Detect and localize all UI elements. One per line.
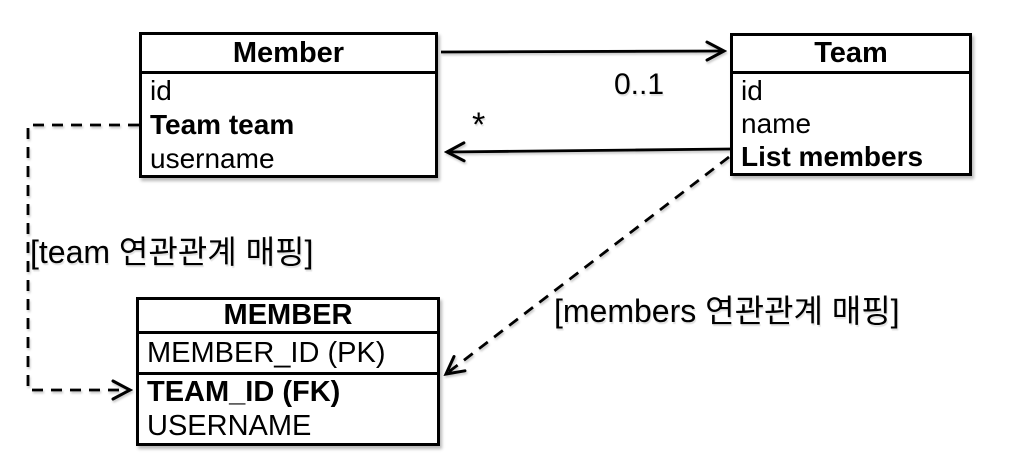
team-mapping-annotation: [team 연관관계 매핑] <box>30 234 314 270</box>
members-mapping-annotation: [members 연관관계 매핑] <box>554 293 900 329</box>
multiplicity-zero-to-one: 0..1 <box>614 68 665 101</box>
association-member-to-team-arrow <box>440 51 724 52</box>
team-field-id: id <box>741 75 763 106</box>
member-field-team: Team team <box>150 109 295 140</box>
member-table-pk-row: MEMBER_ID (PK) <box>147 337 386 369</box>
multiplicity-many: * <box>472 106 486 144</box>
member-class-fields: id Team team username <box>142 74 435 175</box>
member-table-fields: TEAM_ID (FK) USERNAME <box>139 372 437 443</box>
member-table-box: MEMBER MEMBER_ID (PK) TEAM_ID (FK) USERN… <box>136 297 440 446</box>
member-field-id: id <box>150 75 172 106</box>
association-team-to-member-arrow <box>447 149 731 152</box>
team-class-box: Team id name List members <box>730 33 972 176</box>
team-class-title: Team <box>733 36 969 74</box>
member-table-fk-row: TEAM_ID (FK) <box>147 376 341 408</box>
team-field-mapping-connector <box>26 123 139 390</box>
team-class-fields: id name List members <box>733 74 969 173</box>
team-field-members: List members <box>741 141 924 172</box>
team-field-name: name <box>741 108 812 139</box>
member-table-title: MEMBER <box>139 300 437 334</box>
member-class-title: Member <box>142 35 435 74</box>
member-table-username-row: USERNAME <box>147 410 312 442</box>
member-class-box: Member id Team team username <box>139 32 438 178</box>
members-field-mapping-connector <box>446 155 730 374</box>
member-field-username: username <box>150 143 275 174</box>
